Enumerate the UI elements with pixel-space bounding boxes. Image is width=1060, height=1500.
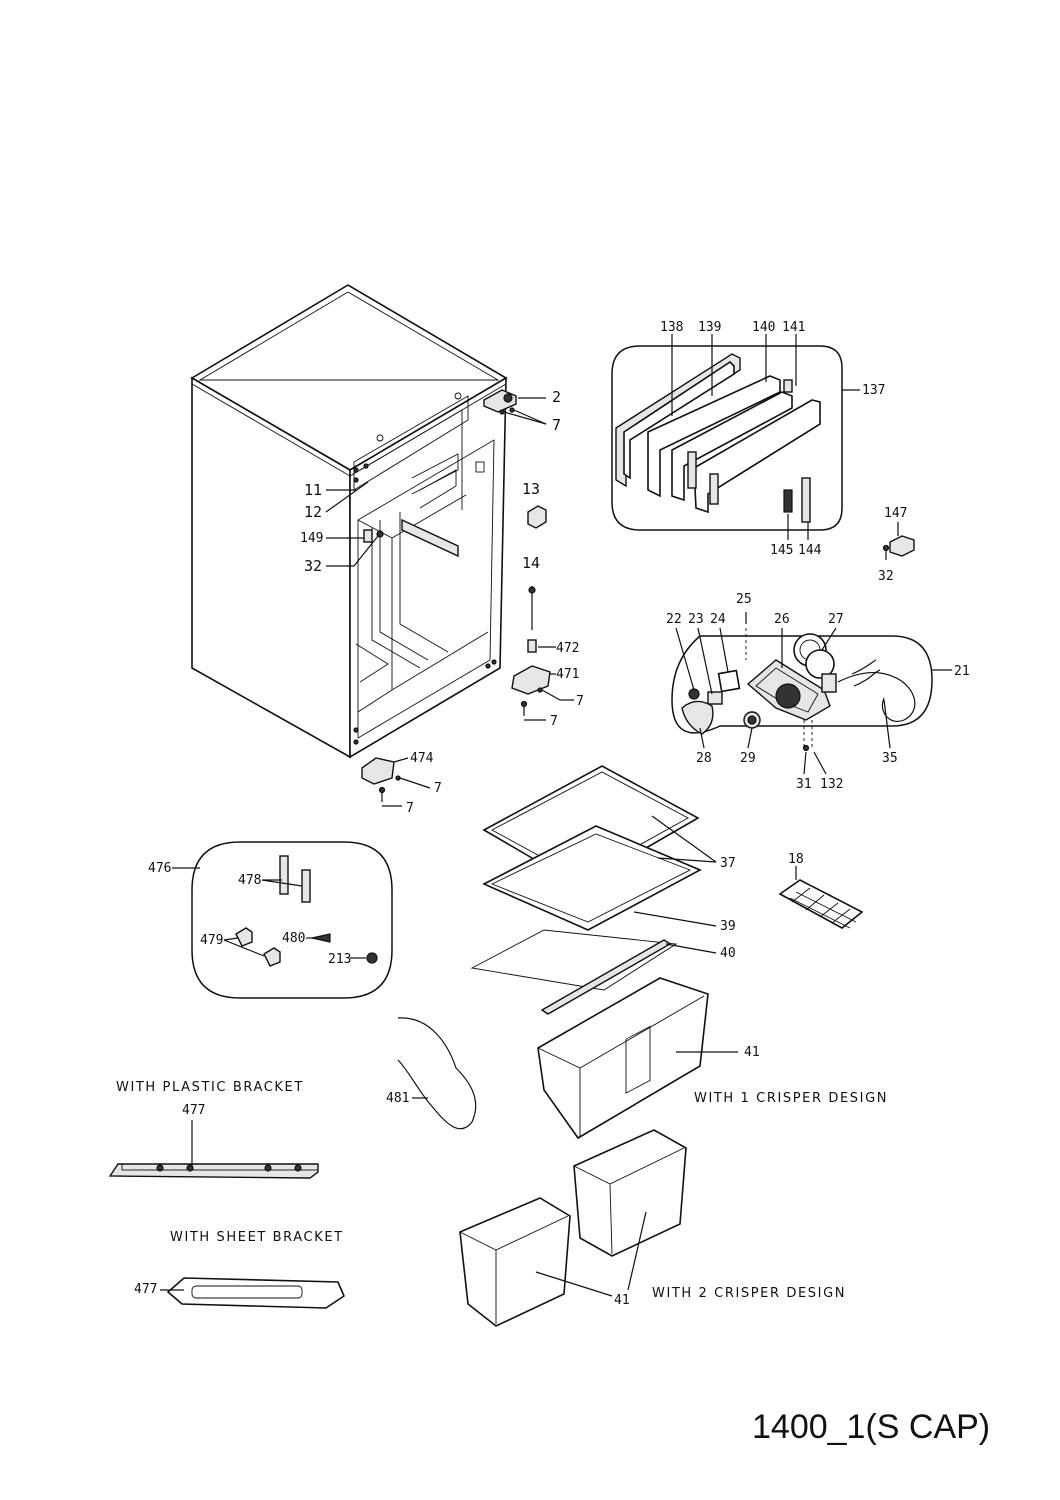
glass-shelf-middle — [482, 825, 702, 931]
label-141: 141 — [782, 320, 805, 335]
label-139: 139 — [698, 320, 721, 335]
caption-sheet-bracket: WITH SHEET BRACKET — [170, 1230, 344, 1245]
part-labels: 2 7 11 12 149 32 13 14 472 471 7 7 474 7… — [134, 320, 970, 1308]
label-13: 13 — [522, 480, 540, 498]
label-471: 471 — [556, 667, 579, 682]
label-31: 31 — [796, 777, 812, 792]
label-40: 40 — [720, 946, 736, 961]
label-147: 147 — [884, 506, 907, 521]
label-213: 213 — [328, 952, 351, 967]
crisper-single — [537, 977, 738, 1140]
label-2: 2 — [552, 388, 561, 406]
label-28: 28 — [696, 751, 712, 766]
label-149: 149 — [300, 531, 323, 546]
caption-plastic-bracket: WITH PLASTIC BRACKET — [116, 1080, 304, 1095]
label-132: 132 — [820, 777, 843, 792]
label-480: 480 — [282, 931, 305, 946]
crisper-double-right — [573, 1129, 687, 1257]
label-138: 138 — [660, 320, 683, 335]
top-hinge — [483, 389, 517, 415]
label-7-e: 7 — [406, 801, 414, 816]
refrigerator-cabinet — [190, 284, 508, 759]
label-7-b: 7 — [576, 694, 584, 709]
label-476: 476 — [148, 861, 171, 876]
label-472: 472 — [556, 641, 579, 656]
label-32-b: 32 — [878, 569, 894, 584]
ice-tray — [778, 866, 864, 929]
label-477-b: 477 — [134, 1282, 157, 1297]
label-14: 14 — [522, 554, 540, 572]
label-477: 477 — [182, 1103, 205, 1118]
label-37: 37 — [720, 856, 736, 871]
label-481: 481 — [386, 1091, 409, 1106]
label-25: 25 — [736, 592, 752, 607]
label-144: 144 — [798, 543, 822, 558]
part-14 — [528, 586, 536, 630]
label-18: 18 — [788, 852, 804, 867]
label-22: 22 — [666, 612, 682, 627]
label-39: 39 — [720, 919, 736, 934]
label-41-b: 41 — [614, 1293, 630, 1308]
label-29: 29 — [740, 751, 756, 766]
thermostat-group — [671, 612, 952, 775]
plastic-bracket — [108, 1120, 319, 1179]
label-140: 140 — [752, 320, 775, 335]
label-145: 145 — [770, 543, 793, 558]
label-21: 21 — [954, 664, 970, 679]
label-32: 32 — [304, 557, 322, 575]
caption-one-crisper: WITH 1 CRISPER DESIGN — [694, 1091, 888, 1106]
part-13 — [527, 505, 547, 529]
caption-two-crisper: WITH 2 CRISPER DESIGN — [652, 1286, 846, 1301]
label-7-d: 7 — [434, 781, 442, 796]
crisper-cover — [470, 929, 678, 1015]
bracket-kit-group — [172, 841, 393, 999]
label-474: 474 — [410, 751, 434, 766]
label-7: 7 — [552, 416, 561, 434]
label-27: 27 — [828, 612, 844, 627]
sheet-bracket — [160, 1277, 345, 1309]
label-137: 137 — [862, 383, 885, 398]
label-11: 11 — [304, 481, 322, 499]
label-23: 23 — [688, 612, 704, 627]
label-24: 24 — [710, 612, 726, 627]
page-title: 1400_1(S CAP) — [752, 1408, 990, 1446]
label-35: 35 — [882, 751, 898, 766]
label-41: 41 — [744, 1045, 760, 1060]
crisper-double-left — [459, 1197, 571, 1327]
label-12: 12 — [304, 503, 322, 521]
label-7-c: 7 — [550, 714, 558, 729]
label-479: 479 — [200, 933, 223, 948]
label-26: 26 — [774, 612, 790, 627]
label-478: 478 — [238, 873, 261, 888]
door-assembly-group — [611, 334, 860, 540]
